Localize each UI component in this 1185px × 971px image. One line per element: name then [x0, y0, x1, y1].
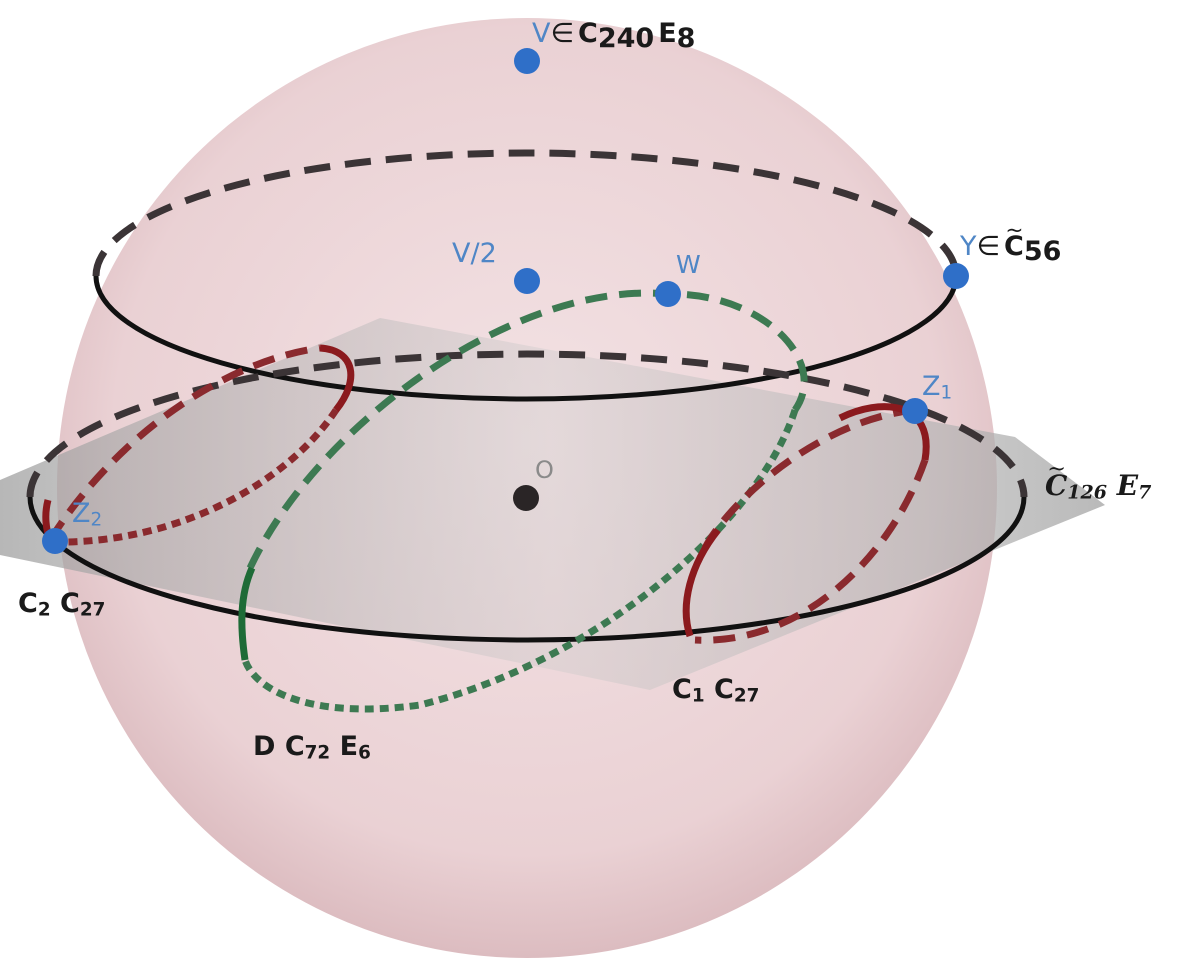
label-Y-class: C [1004, 220, 1024, 260]
point-O [513, 485, 539, 511]
curve-D-solid [238, 566, 256, 661]
equatorial-plane [0, 318, 1105, 690]
point-Z1 [902, 398, 928, 424]
curve-C1-dashed-lower [694, 458, 929, 644]
label-C2: C2 C27 [18, 588, 106, 621]
point-Z2 [42, 528, 68, 554]
point-V-half [514, 268, 540, 294]
point-V [514, 48, 540, 74]
label-D: D C72 E6 [253, 731, 371, 764]
curve-C1-dashed-upper [701, 406, 916, 550]
curve-C1-solid-left [682, 527, 721, 638]
label-C1: C1 C27 [672, 674, 760, 707]
point-W [655, 281, 681, 307]
curve-C2-dashed-upper [47, 344, 321, 542]
label-Y: Y∈ C56 [960, 220, 1061, 265]
label-V: V∈ C240 E8 [532, 18, 696, 54]
upper-circle-back [92, 149, 960, 277]
curve-C2-solid [319, 344, 355, 413]
curve-C2-dashed-lower [49, 408, 339, 546]
curve-D-dashed-lower [241, 408, 799, 713]
equator-front [27, 496, 1027, 643]
label-V-half: V/2 [452, 238, 497, 269]
label-plane: C126 E7 [1045, 458, 1151, 502]
point-Y [943, 263, 969, 289]
label-O: O [535, 456, 554, 484]
upper-circle-front [93, 275, 959, 402]
label-Z2: Z2 [72, 498, 103, 531]
label-Z1: Z1 [922, 371, 953, 404]
curve-C1-solid-right [838, 403, 930, 461]
label-W: W [676, 250, 701, 279]
curve-D-dashed-upper [246, 289, 808, 570]
equator-back [26, 350, 1028, 498]
